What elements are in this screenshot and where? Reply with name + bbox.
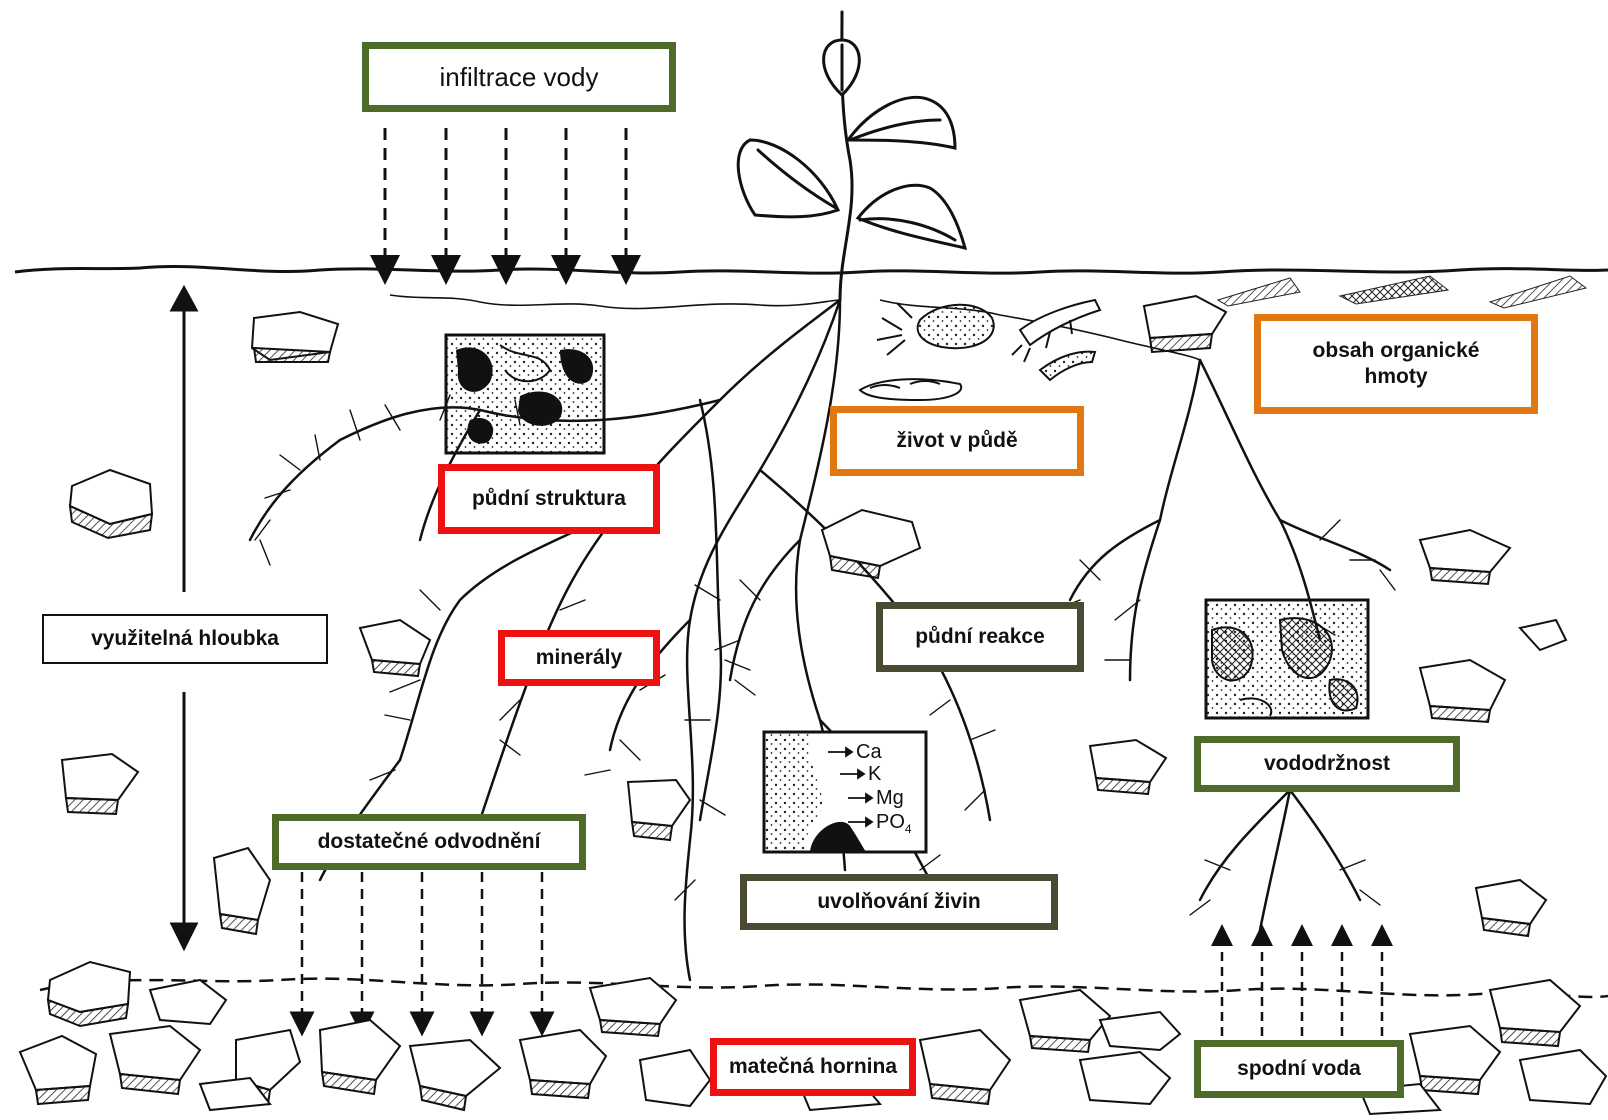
parent-rock-label: matečná hornina <box>710 1038 916 1096</box>
bedrock-fragments <box>18 960 1608 1116</box>
infiltration-label: infiltrace vody <box>362 42 676 112</box>
drainage-arrows <box>289 872 555 1037</box>
ground-surface-line <box>14 265 1608 275</box>
roots <box>248 298 1392 982</box>
water-retention-inset <box>1204 598 1370 720</box>
infiltration-arrows <box>370 128 641 285</box>
usable-depth-label-text: využitelná hloubka <box>91 626 279 650</box>
nutrient-po4: PO4 <box>876 811 912 840</box>
minerals-label: minerály <box>498 630 660 686</box>
usable-depth-arrow <box>169 284 199 952</box>
soil-structure-label: půdní struktura <box>438 464 660 534</box>
nutrient-release-inset <box>762 730 928 854</box>
surface-organic-hatching <box>1216 275 1588 309</box>
drainage-label-text: dostatečné odvodnění <box>317 829 541 853</box>
soil-life-label-text: život v půdě <box>896 428 1018 452</box>
nutrient-ca: Ca <box>856 741 882 763</box>
soil-life-label: život v půdě <box>830 406 1084 476</box>
nutrient-po4-subscript: 4 <box>904 822 912 836</box>
nutrient-release-label: uvolňování živin <box>740 874 1058 930</box>
organic-matter-label: obsah organické hmoty <box>1254 314 1538 414</box>
infiltration-label-text: infiltrace vody <box>439 61 599 92</box>
groundwater-arrowheads <box>1211 924 1393 946</box>
soil-reaction-label: půdní reakce <box>876 602 1084 672</box>
groundwater-label: spodní voda <box>1194 1040 1404 1098</box>
organic-matter-label-line1: obsah organické <box>1312 338 1480 362</box>
nutrient-release-label-text: uvolňování živin <box>817 889 981 913</box>
plant <box>736 10 968 302</box>
usable-depth-label: využitelná hloubka <box>42 614 328 664</box>
nutrient-mg: Mg <box>876 787 904 809</box>
nutrient-po4-text: PO <box>876 811 905 833</box>
soil-structure-inset <box>444 333 606 455</box>
water-retention-label: vododržnost <box>1194 736 1460 792</box>
root-hairs <box>254 394 1396 916</box>
soil-structure-label-text: půdní struktura <box>471 486 626 510</box>
water-retention-label-text: vododržnost <box>1264 751 1390 775</box>
bedrock-boundary <box>39 977 1608 999</box>
nutrient-k: K <box>868 763 882 785</box>
stones <box>60 294 1568 938</box>
drainage-label: dostatečné odvodnění <box>272 814 586 870</box>
groundwater-label-text: spodní voda <box>1237 1056 1361 1080</box>
organic-matter-label-line2: hmoty <box>1364 365 1428 388</box>
soil-reaction-label-text: půdní reakce <box>915 624 1045 648</box>
soil-organisms <box>858 298 1102 402</box>
minerals-label-text: minerály <box>535 645 623 669</box>
parent-rock-label-text: matečná hornina <box>728 1054 898 1078</box>
